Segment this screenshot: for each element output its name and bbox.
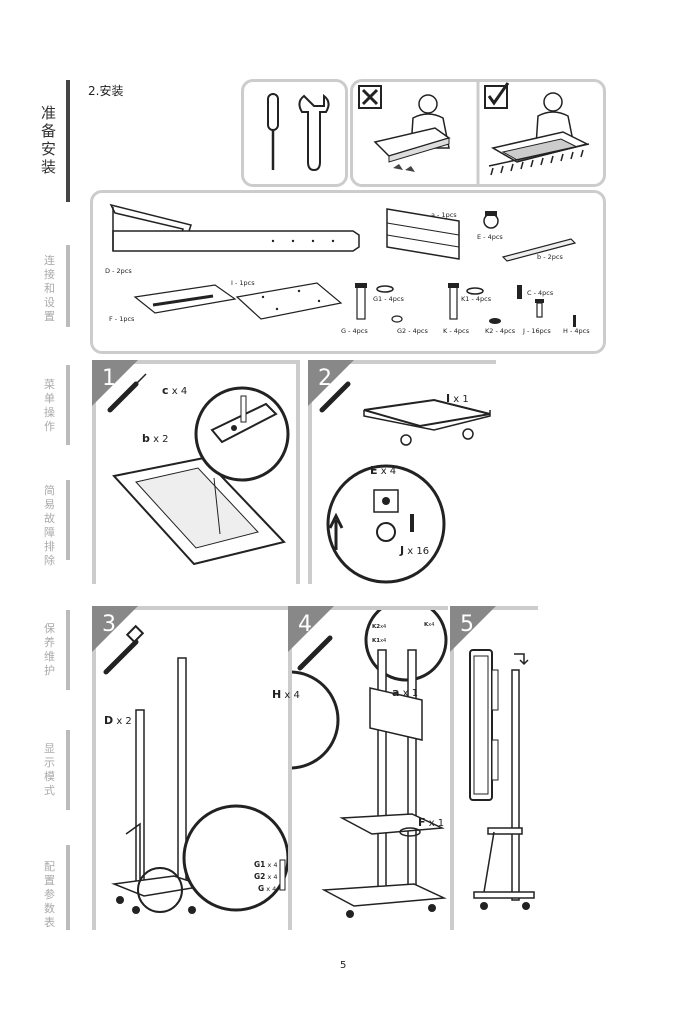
step-4-label-F: F x 1 xyxy=(418,816,445,829)
sidebar-bar-6 xyxy=(66,730,70,810)
placement-panel xyxy=(350,79,606,187)
step-3-label-G: G x 4 xyxy=(258,884,277,893)
part-label-b: b - 2pcs xyxy=(537,253,563,261)
part-label-G2: G2 - 4pcs xyxy=(397,327,428,335)
part-label-a: a - 1pcs xyxy=(431,211,457,219)
step-3-label-D: D x 2 xyxy=(104,714,132,727)
step-5-number: 5 xyxy=(460,612,474,637)
part-label-E: E - 4pcs xyxy=(477,233,503,241)
step-5-illustration xyxy=(469,649,535,910)
screwdriver-wrench-illustration xyxy=(267,93,330,172)
parts-illustration xyxy=(109,203,577,327)
step-3-panel: 3 D x 2 G1 x 4 G2 x 4 G x 4 xyxy=(92,606,288,930)
sidebar-bar-4 xyxy=(66,480,70,560)
part-label-D: D - 2pcs xyxy=(105,267,132,275)
step-3-tab xyxy=(92,606,138,652)
sidebar-item-menu[interactable]: 菜单操作 xyxy=(44,378,56,433)
section-title: 2.安装 xyxy=(88,84,124,98)
step-4-label-H: H x 4 xyxy=(272,688,300,701)
step-5-panel: 5 xyxy=(450,606,538,930)
step-3-label-G1: G1 x 4 xyxy=(254,860,278,869)
sidebar-item-spec-table[interactable]: 配置参数表 xyxy=(44,860,56,929)
step-5-tab xyxy=(450,606,496,652)
part-label-H: H - 4pcs xyxy=(563,327,590,335)
part-label-C: C - 4pcs xyxy=(527,289,554,297)
step-1-number: 1 xyxy=(102,366,116,391)
step-4-label-K: Kx4 xyxy=(424,622,435,628)
step-1-label-c: c x 4 xyxy=(162,384,188,397)
step-3-label-G2: G2 x 4 xyxy=(254,872,278,881)
step-2-illustration xyxy=(319,381,491,584)
step-2-label-E: E x 4 xyxy=(370,464,397,477)
part-label-I: I - 1pcs xyxy=(231,279,255,287)
step-2-number: 2 xyxy=(318,366,332,391)
sidebar-item-prepare[interactable]: 准备安装 xyxy=(40,104,57,176)
part-label-K2: K2 - 4pcs xyxy=(485,327,516,335)
step-2-label-I: I x 1 xyxy=(446,392,469,405)
step-4-illustration xyxy=(292,610,448,918)
part-label-G1: G1 - 4pcs xyxy=(373,295,404,303)
step-2-label-J: J x 16 xyxy=(400,544,430,557)
step-2-tab xyxy=(308,360,354,406)
step-4-panel: 4 H x 4 a x 1 F x 1 K2x4 K1x4 Kx4 xyxy=(272,606,448,930)
sidebar-bar-2 xyxy=(66,245,70,327)
step-1-illustration xyxy=(107,373,290,566)
sidebar-active-bar xyxy=(66,80,70,202)
tools-panel xyxy=(241,79,348,187)
sidebar-item-maintenance[interactable]: 保养维护 xyxy=(44,622,56,677)
sidebar-item-connect[interactable]: 连接和设置 xyxy=(44,254,56,323)
step-4-label-a: a x 1 xyxy=(392,686,419,699)
step-4-tab xyxy=(288,606,334,652)
step-4-label-K2: K2x4 xyxy=(372,624,387,630)
parts-panel: a - 1pcs E - 4pcs b - 2pcs D - 2pcs I - … xyxy=(90,190,606,354)
step-2-panel: 2 I x 1 E x 4 J x 16 xyxy=(308,360,496,584)
sidebar-bar-3 xyxy=(66,365,70,445)
step-4-label-K1: K1x4 xyxy=(372,638,387,644)
step-1-label-b: b x 2 xyxy=(142,432,169,445)
step-3-illustration xyxy=(103,624,288,914)
step-1-tab xyxy=(92,360,138,406)
part-label-K1: K1 - 4pcs xyxy=(461,295,492,303)
sidebar-item-display-mode[interactable]: 显示模式 xyxy=(44,742,56,797)
sidebar-item-troubleshoot[interactable]: 简易故障排除 xyxy=(44,484,56,567)
part-label-F: F - 1pcs xyxy=(109,315,135,323)
part-label-G: G - 4pcs xyxy=(341,327,368,335)
sidebar-bar-7 xyxy=(66,845,70,930)
placement-illustration xyxy=(358,82,590,184)
step-4-number: 4 xyxy=(298,612,312,637)
page-number: 5 xyxy=(340,960,347,971)
step-3-number: 3 xyxy=(102,612,116,637)
sidebar-bar-5 xyxy=(66,610,70,690)
part-label-J: J - 16pcs xyxy=(523,327,551,335)
part-label-K: K - 4pcs xyxy=(443,327,469,335)
step-1-panel: 1 c x 4 b x 2 xyxy=(92,360,300,584)
